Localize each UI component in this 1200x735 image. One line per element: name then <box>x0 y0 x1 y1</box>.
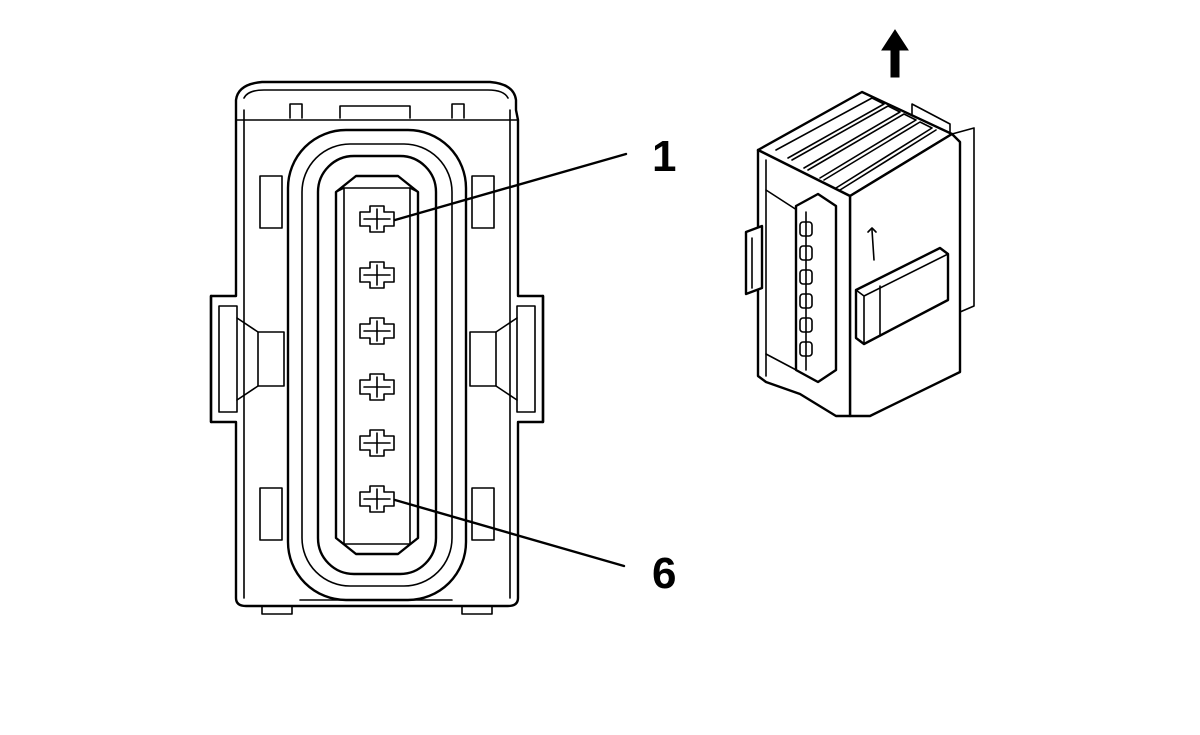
connector-front-view <box>209 80 628 615</box>
connector-isometric-view <box>744 90 975 418</box>
isometric-cavities <box>799 221 813 357</box>
terminal-cavities <box>359 205 395 513</box>
terminal-insert <box>334 174 420 556</box>
isometric-terminal-insert <box>794 192 838 384</box>
terminal-cavity <box>359 205 395 233</box>
side-latch-left <box>209 294 285 424</box>
arrow-up-icon <box>881 29 909 78</box>
guide-tabs <box>259 175 495 541</box>
top-ribs <box>775 97 937 191</box>
side-latch-right <box>469 294 545 424</box>
seal-ring-outer <box>286 128 468 602</box>
callout-leader-1 <box>393 152 628 222</box>
callout-label-1: 1 <box>652 132 676 181</box>
callout-label-6: 6 <box>652 549 676 598</box>
isometric-latch-right <box>854 246 950 346</box>
seal-ring-inner <box>316 154 438 576</box>
callout-leader-6 <box>393 498 626 568</box>
isometric-latch-left <box>744 224 764 296</box>
connector-housing-outline <box>209 80 545 608</box>
